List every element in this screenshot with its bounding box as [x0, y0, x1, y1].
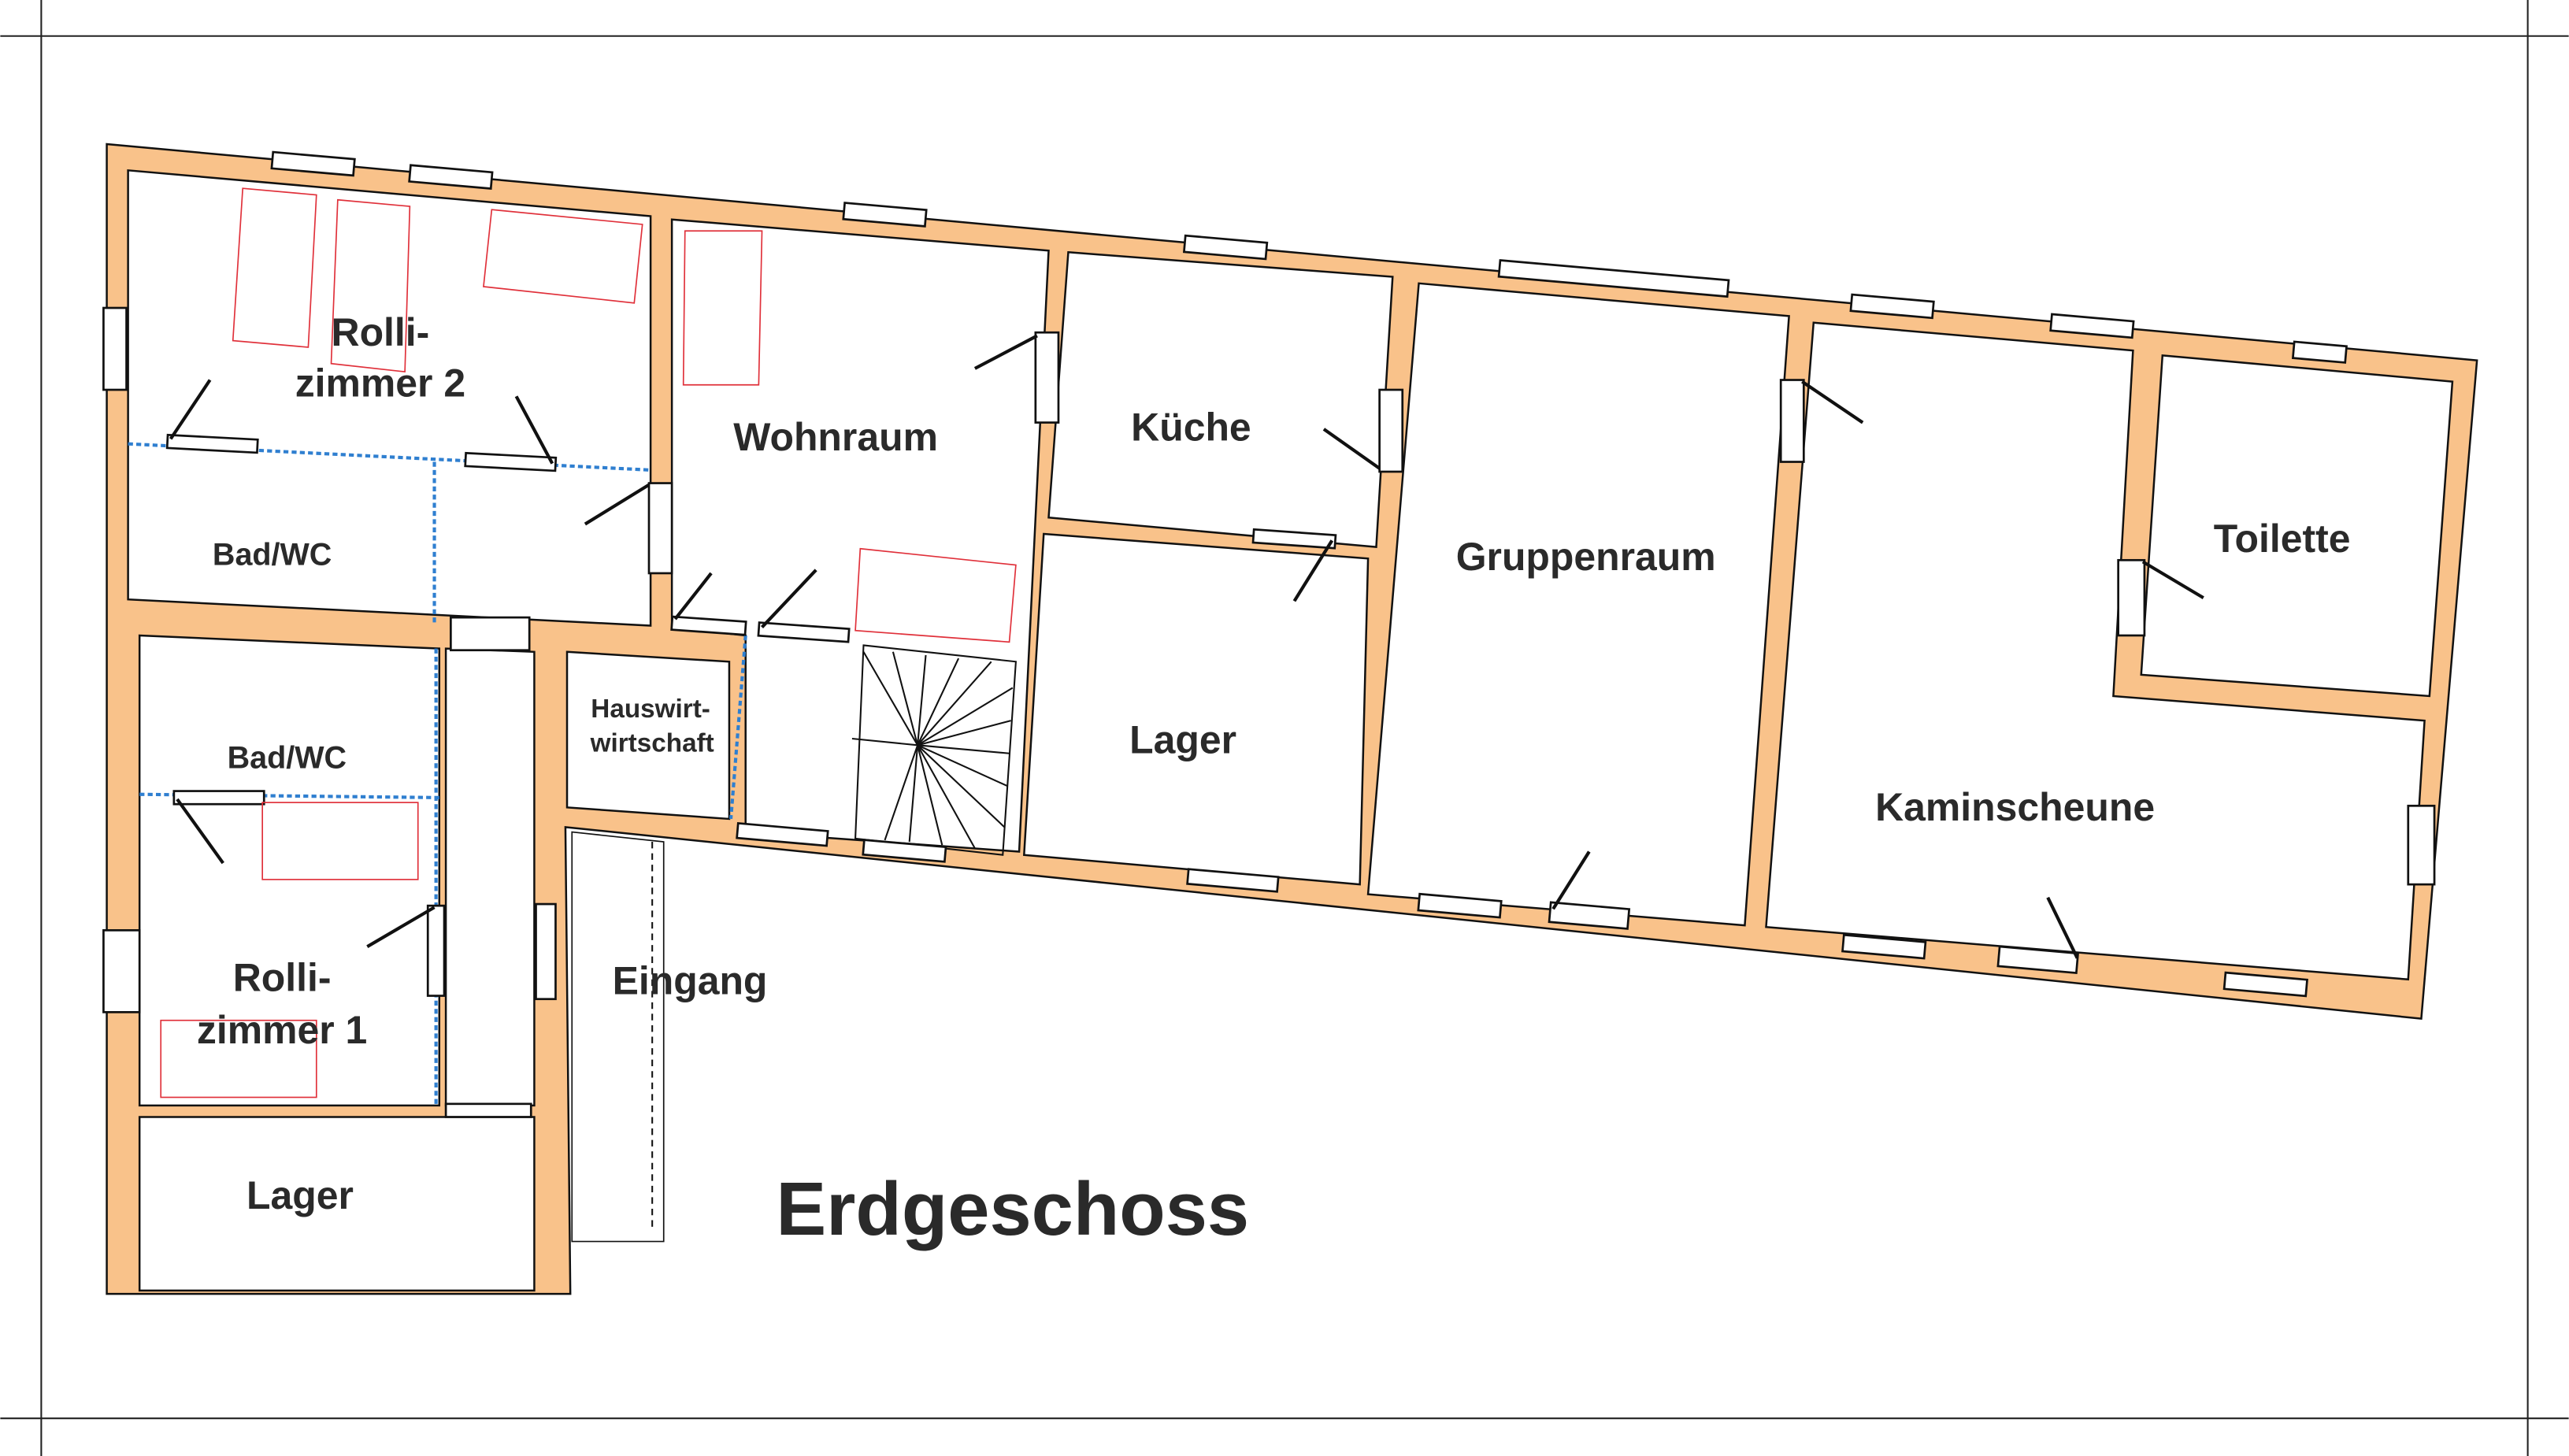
window	[1841, 933, 1927, 960]
room-gruppenraum	[1366, 282, 1790, 927]
window	[102, 929, 141, 1013]
label-lager-lower: Lager	[247, 1173, 354, 1217]
room-corridor	[444, 647, 536, 1107]
windows	[102, 150, 2436, 1013]
room-toilette	[2140, 354, 2454, 698]
label-wohnraum: Wohnraum	[733, 415, 938, 459]
room-hauswirtschaft	[565, 650, 731, 821]
window	[736, 822, 829, 847]
label-eingang: Eingang	[613, 958, 768, 1002]
label-lager-middle: Lager	[1129, 718, 1236, 762]
window	[270, 150, 356, 177]
label-hauswirtschaft: wirtschaft	[590, 729, 714, 758]
window	[1497, 259, 1730, 298]
window	[2222, 971, 2309, 998]
room-lager-lower	[138, 1116, 536, 1292]
label-badwc-lower: Bad/WC	[228, 740, 347, 775]
label-hauswirtschaft: Hauswirt-	[591, 695, 710, 724]
room-kueche	[1047, 250, 1394, 549]
room-rollizimmer-2	[127, 169, 652, 627]
label-rollizimmer-1: Rolli-	[233, 955, 332, 999]
window	[408, 164, 494, 190]
window	[1417, 892, 1503, 919]
plan-title: Erdgeschoss	[776, 1167, 1249, 1251]
window	[862, 839, 947, 863]
label-rollizimmer-2: Rolli-	[332, 310, 430, 354]
room-labels: Rolli- zimmer 2 Bad/WC Wohnraum Küche Gr…	[197, 310, 2351, 1217]
window	[2291, 340, 2348, 364]
staircase	[851, 644, 1018, 856]
label-rollizimmer-1: zimmer 1	[197, 1008, 367, 1052]
furniture	[160, 187, 1017, 1098]
window	[2407, 804, 2436, 886]
entrance-area	[571, 831, 665, 1243]
label-toilette: Toilette	[2214, 517, 2351, 561]
window	[842, 202, 928, 228]
label-rollizimmer-2: zimmer 2	[295, 361, 465, 405]
room-lager-middle	[1022, 532, 1370, 886]
label-kaminscheune: Kaminscheune	[1875, 785, 2155, 829]
label-badwc-upper: Bad/WC	[213, 538, 332, 572]
window	[102, 306, 128, 391]
window	[1182, 234, 1269, 261]
room-kaminscheune	[1765, 321, 2426, 981]
doors	[165, 331, 2204, 1118]
window	[1186, 868, 1280, 893]
window	[1849, 293, 1935, 320]
label-kueche: Küche	[1131, 405, 1251, 449]
label-gruppenraum: Gruppenraum	[1456, 535, 1716, 579]
window	[2049, 313, 2135, 339]
